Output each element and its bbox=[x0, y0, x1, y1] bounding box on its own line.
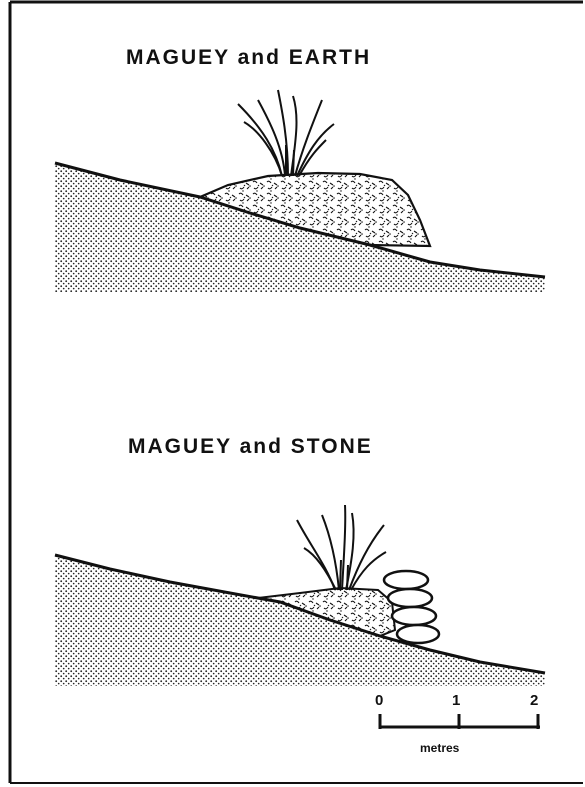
maguey-plant-bottom bbox=[297, 505, 386, 590]
scale-bar bbox=[380, 714, 540, 729]
panel-title-earth: MAGUEY and EARTH bbox=[126, 46, 371, 70]
maguey-plant-top bbox=[238, 90, 334, 176]
scale-tick-label-2: 2 bbox=[530, 692, 538, 709]
panel-title-stone: MAGUEY and STONE bbox=[128, 435, 373, 459]
ground-slope-stone bbox=[55, 555, 545, 686]
stone-panel bbox=[55, 505, 545, 686]
scale-unit-label: metres bbox=[420, 741, 459, 755]
earth-panel bbox=[55, 90, 545, 292]
scale-tick-label-1: 1 bbox=[452, 692, 460, 709]
scale-tick-label-0: 0 bbox=[375, 692, 383, 709]
